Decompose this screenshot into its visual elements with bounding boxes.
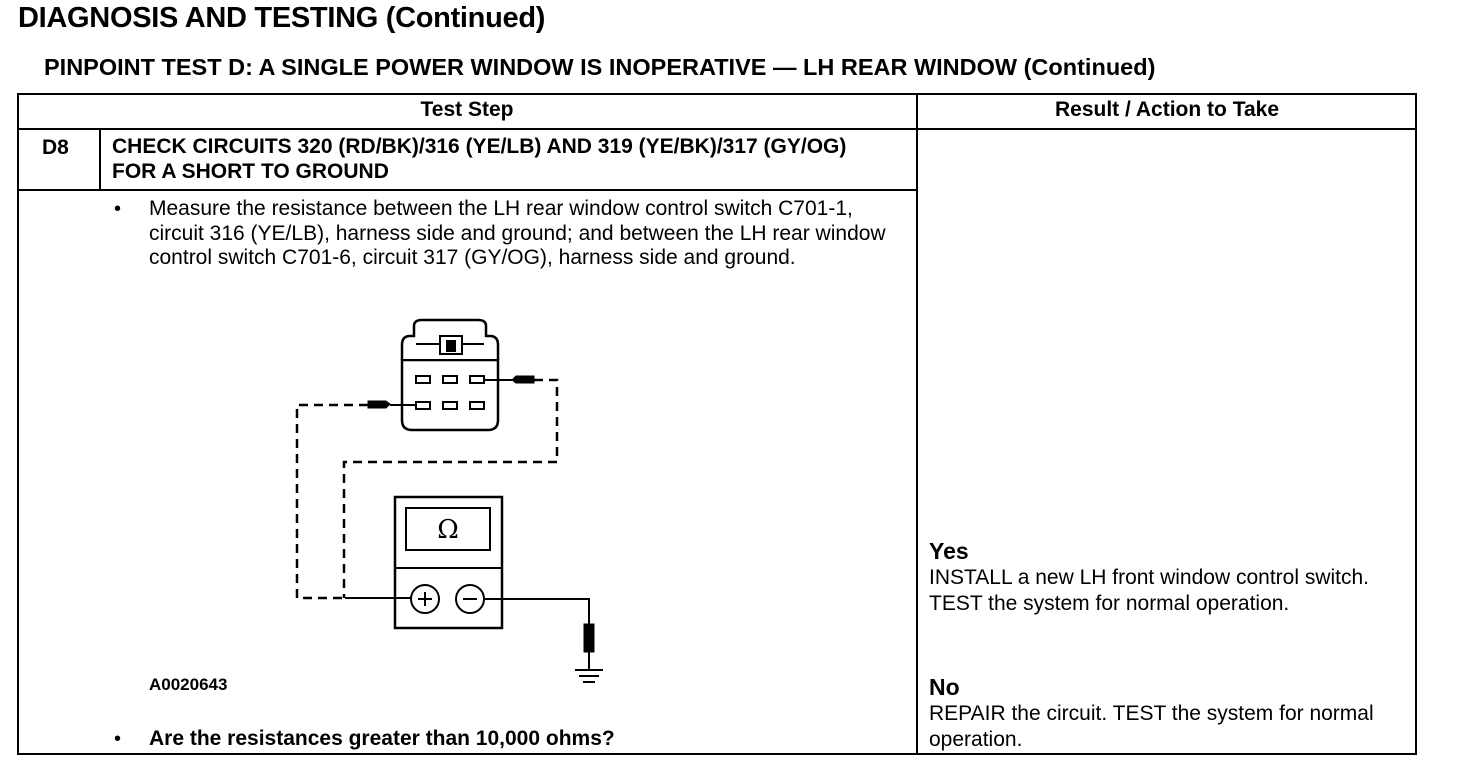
pinpoint-test-title: PINPOINT TEST D: A SINGLE POWER WINDOW I… <box>44 54 1156 80</box>
probe-left <box>367 400 391 409</box>
bullet-measure: • <box>114 198 122 220</box>
ohm-symbol: Ω <box>437 515 459 545</box>
result-yes-action: INSTALL a new LH front window control sw… <box>929 566 1370 615</box>
step-title-rule <box>17 189 917 191</box>
test-question: Are the resistances greater than 10,000 … <box>149 727 615 750</box>
measure-instruction: Measure the resistance between the LH re… <box>149 197 886 269</box>
table-column-divider <box>916 93 918 755</box>
result-no-label: No <box>929 674 960 700</box>
pin-6 <box>415 375 431 384</box>
probe-right <box>511 375 535 384</box>
ground-lead <box>484 598 590 624</box>
test-lead-right <box>342 378 559 598</box>
ground-symbol-icon <box>575 669 603 683</box>
test-lead-left <box>295 403 368 600</box>
page-title: DIAGNOSIS AND TESTING (Continued) <box>18 2 546 34</box>
bullet-question: • <box>114 728 122 750</box>
ground-probe <box>583 623 595 653</box>
ohmmeter-display <box>405 507 491 551</box>
header-test-step: Test Step <box>420 98 514 121</box>
connector-c701 <box>400 358 500 432</box>
test-table <box>17 93 1417 755</box>
figure-id: A0020643 <box>149 675 228 694</box>
step-id-divider <box>99 129 101 190</box>
step-id: D8 <box>42 136 69 159</box>
result-yes-label: Yes <box>929 538 969 564</box>
result-no-action: REPAIR the circuit. TEST the system for … <box>929 702 1374 751</box>
step-title: CHECK CIRCUITS 320 (RD/BK)/316 (YE/LB) A… <box>112 135 847 183</box>
header-result-action: Result / Action to Take <box>1054 98 1280 121</box>
table-header-rule <box>17 128 1417 130</box>
